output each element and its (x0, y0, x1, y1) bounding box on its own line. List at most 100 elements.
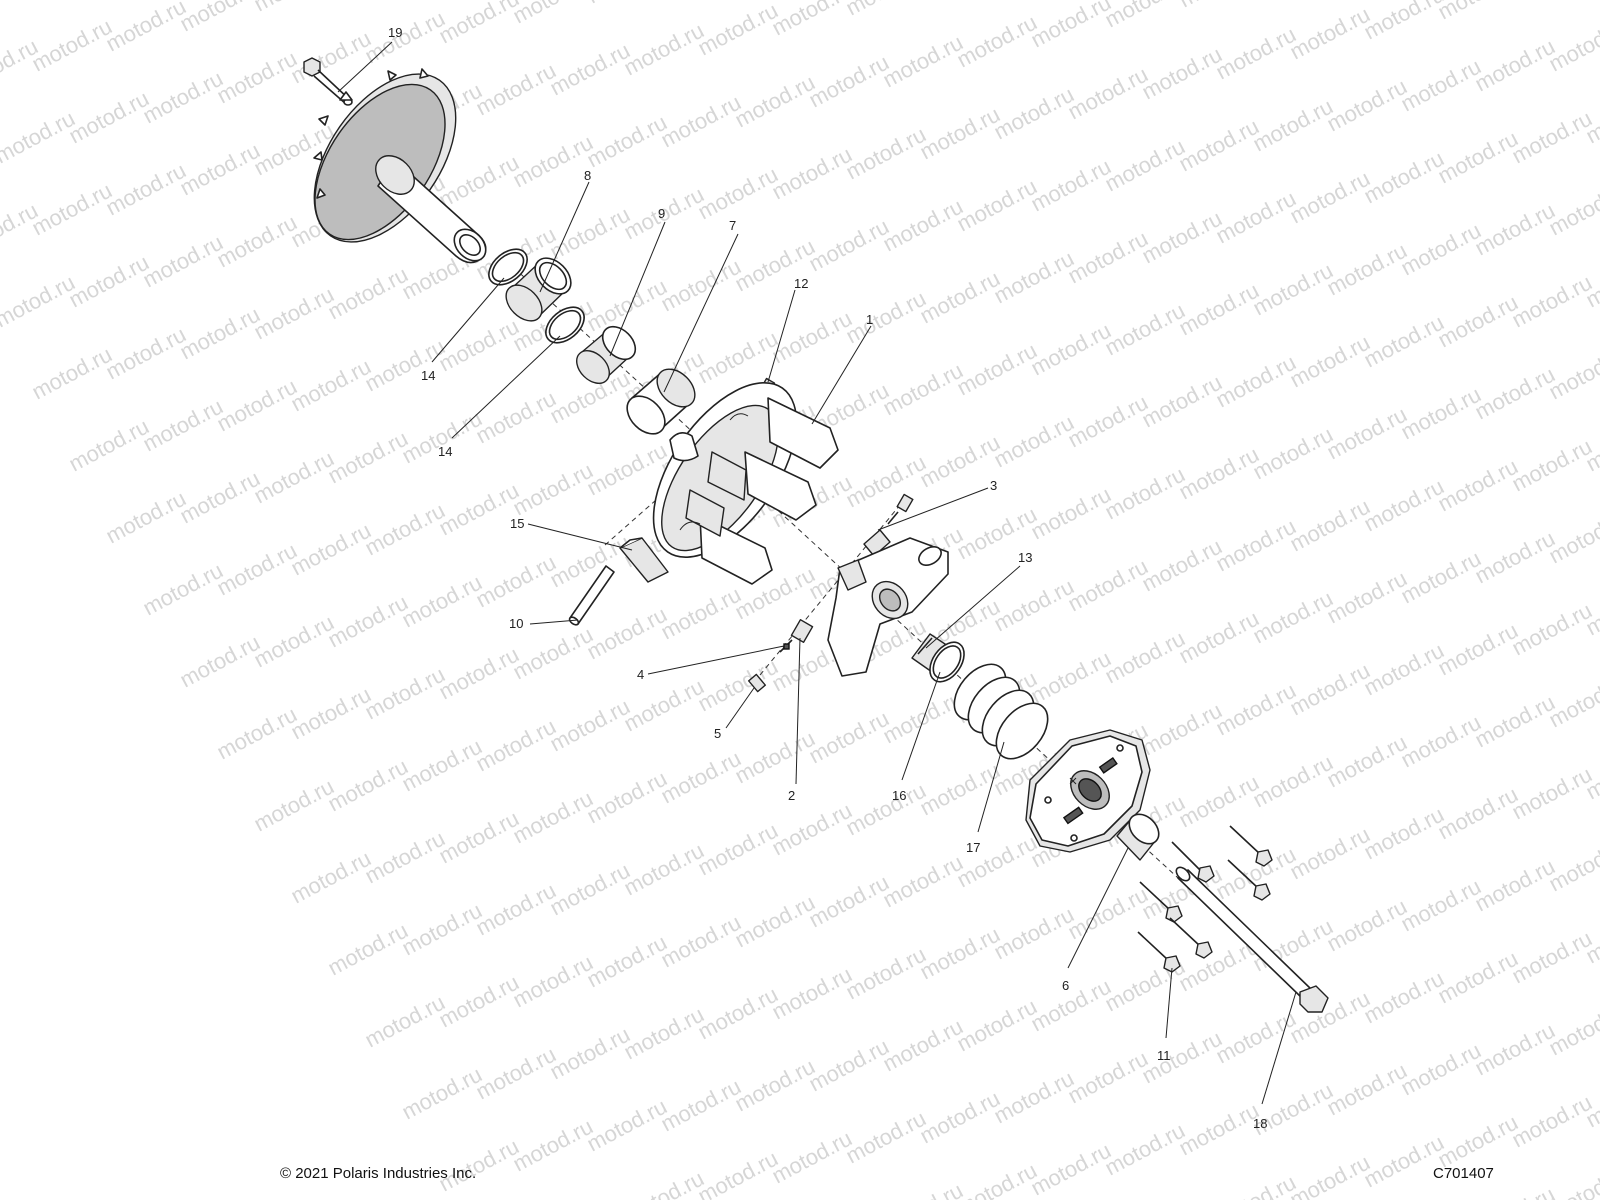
watermark-text: motod.ru (361, 498, 449, 561)
watermark-text: motod.ru (250, 774, 338, 837)
watermark-text: motod.ru (1064, 554, 1152, 617)
part-8-bushing (505, 257, 572, 322)
callout-layer: 19 8 9 7 12 1 14 14 3 15 13 10 4 5 2 16 (337, 25, 1297, 1131)
watermark-text: motod.ru (435, 314, 523, 377)
watermark-text: motod.ru (213, 210, 301, 273)
watermark-text: motod.ru (509, 622, 597, 685)
watermark-text: motod.ru (546, 202, 634, 265)
watermark-text: motod.ru (583, 274, 671, 337)
callout-11: 11 (1157, 1048, 1171, 1063)
watermark-text: motod.ru (1323, 566, 1411, 629)
watermark-text: motod.ru (1249, 94, 1337, 157)
watermark-text: motod.ru (731, 890, 819, 953)
watermark-text: motod.ru (65, 86, 153, 149)
drawing-number: C701407 (1433, 1165, 1494, 1182)
watermark-text: motod.ru (176, 0, 264, 36)
watermark-text: motod.ru (879, 686, 967, 749)
callout-13: 13 (1018, 550, 1032, 565)
watermark-text: motod.ru (768, 1126, 856, 1189)
watermark-text: motod.ru (990, 246, 1078, 309)
watermark-text: motod.ru (1508, 106, 1596, 169)
watermark-text: motod.ru (620, 838, 708, 901)
watermark-text: motod.ru (768, 962, 856, 1025)
watermark-text: motod.ru (509, 0, 597, 28)
watermark-text: motod.ru (1212, 1170, 1300, 1200)
watermark-text: motod.ru (1101, 626, 1189, 689)
watermark-text: motod.ru (213, 374, 301, 437)
watermark-text: motod.ru (1101, 462, 1189, 525)
watermark-text: motod.ru (509, 786, 597, 849)
leader-14b (451, 335, 561, 439)
watermark-text: motod.ru (139, 558, 227, 621)
watermark-text: motod.ru (694, 0, 782, 60)
watermark-text: motod.ru (1212, 678, 1300, 741)
part-14-ring-upper (488, 248, 528, 286)
callout-3: 3 (990, 478, 997, 493)
watermark-text: motod.ru (1323, 238, 1411, 301)
watermark-text: motod.ru (509, 458, 597, 521)
bolt-11-c (1227, 859, 1271, 901)
watermark-text: motod.ru (1286, 2, 1374, 65)
watermark-text: motod.ru (916, 266, 1004, 329)
callout-6: 6 (1062, 978, 1069, 993)
watermark-text: motod.ru (250, 446, 338, 509)
watermark-text: motod.ru (1434, 454, 1522, 517)
watermark-text: motod.ru (1434, 0, 1522, 24)
watermark-text: motod.ru (583, 602, 671, 665)
watermark-text: motod.ru (324, 590, 412, 653)
watermark-text: motod.ru (546, 694, 634, 757)
leader-2 (795, 637, 801, 785)
watermark-text: motod.ru (250, 610, 338, 673)
callout-19: 19 (388, 25, 402, 40)
watermark-text: motod.ru (953, 174, 1041, 237)
watermark-text: motod.ru (546, 858, 634, 921)
watermark-text: motod.ru (1175, 442, 1263, 505)
watermark-text: motod.ru (1027, 0, 1115, 52)
watermark-text: motod.ru (1138, 370, 1226, 433)
watermark-text: motod.ru (213, 538, 301, 601)
watermark-text: motod.ru (1471, 34, 1559, 97)
fixed-sheave-with-shaft (313, 68, 487, 264)
watermark-text: motod.ru (731, 70, 819, 133)
watermark-text: motod.ru (0, 270, 79, 333)
watermark-text: motod.ru (139, 394, 227, 457)
watermark-text: motod.ru (1138, 534, 1226, 597)
watermark-text: motod.ru (1360, 146, 1448, 209)
watermark-text: motod.ru (879, 194, 967, 257)
watermark-text: motod.ru (1434, 290, 1522, 353)
watermark-text: motod.ru (1212, 22, 1300, 85)
leader-3 (877, 487, 989, 531)
callout-15: 15 (510, 516, 524, 531)
watermark-text: motod.ru (435, 642, 523, 705)
watermark-text: motod.ru (1249, 258, 1337, 321)
watermark-text: motod.ru (990, 574, 1078, 637)
watermark-text: motod.ru (620, 1002, 708, 1065)
watermark-text: motod.ru (1397, 382, 1485, 445)
watermark-text: motod.ru (361, 990, 449, 1053)
watermark-text: motod.ru (546, 1022, 634, 1085)
leader-7 (663, 233, 739, 393)
callout-17: 17 (966, 840, 980, 855)
watermark-text: motod.ru (1249, 422, 1337, 485)
watermark-text: motod.ru (768, 142, 856, 205)
watermark-text: motod.ru (287, 846, 375, 909)
callout-7: 7 (729, 218, 736, 233)
watermark-text: motod.ru (694, 982, 782, 1045)
watermark-text: motod.ru (1323, 1058, 1411, 1121)
callout-10: 10 (509, 616, 523, 631)
watermark-text: motod.ru (1360, 1130, 1448, 1193)
watermark-text: motod.ru (1027, 482, 1115, 545)
watermark-text: motod.ru (213, 46, 301, 109)
callout-9: 9 (658, 206, 665, 221)
watermark-text: motod.ru (1471, 1018, 1559, 1081)
watermark-text: motod.ru (1286, 822, 1374, 885)
watermark-text: motod.ru (805, 214, 893, 277)
watermark-text: motod.ru (1323, 894, 1411, 957)
watermark-text: motod.ru (1323, 74, 1411, 137)
watermark-text: motod.ru (1360, 310, 1448, 373)
leader-4 (647, 645, 785, 675)
watermark-text: motod.ru (953, 338, 1041, 401)
watermark-text: motod.ru (1101, 134, 1189, 197)
watermark-text: motod.ru (1175, 0, 1263, 12)
watermark-text: motod.ru (842, 778, 930, 841)
